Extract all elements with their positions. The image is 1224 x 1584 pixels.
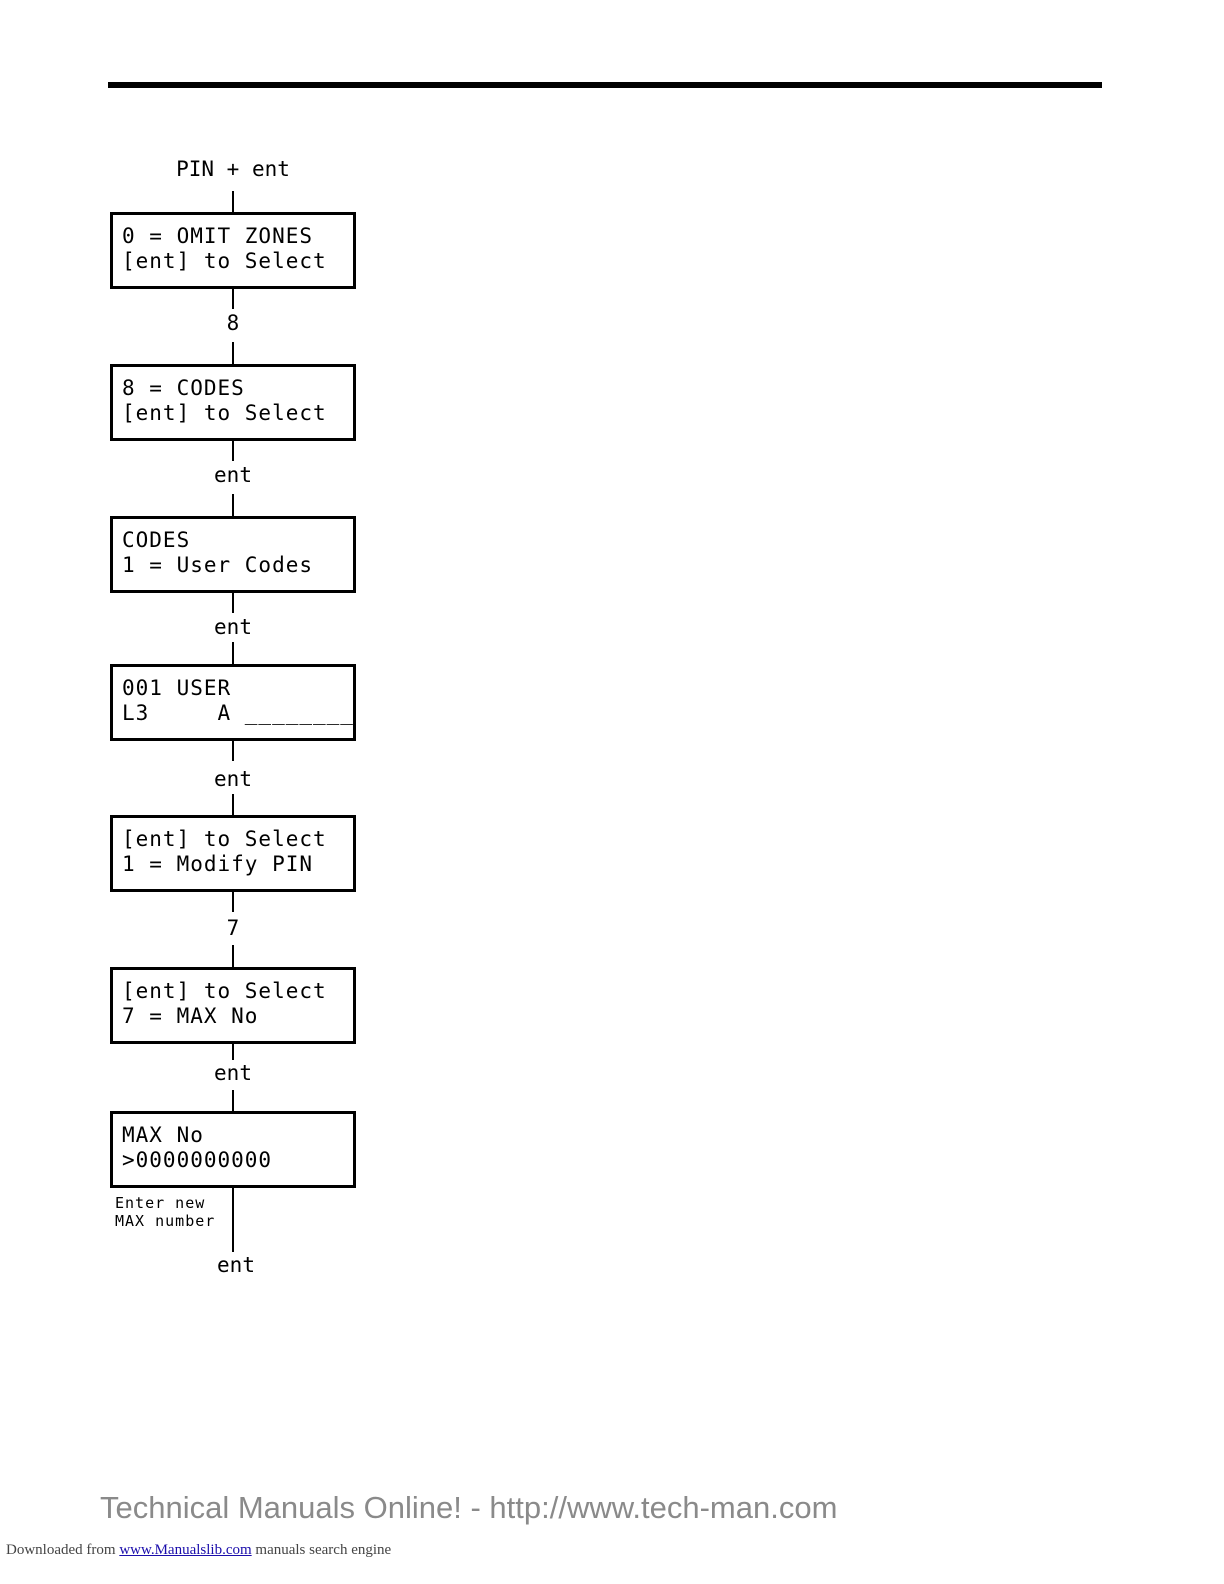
lcd-line-2: [ent] to Select [122,401,327,425]
note-line-1: Enter new [115,1194,206,1212]
connector [232,593,234,613]
key-label: 8 [226,311,240,335]
key-label: 7 [226,916,240,940]
connector [232,342,234,364]
watermark: Technical Manuals Online! - http://www.t… [100,1490,838,1525]
connector [232,494,234,516]
download-source: Downloaded from www.Manualslib.com manua… [6,1542,391,1559]
lcd-line-2: 1 = Modify PIN [122,852,314,876]
key-label: ent [214,1061,252,1085]
key-label: ent [214,767,252,791]
connector [232,191,234,212]
lcd-line-1: 001 USER [122,676,232,700]
lcd-screen-codes: 8 = CODES [ent] to Select [110,364,356,441]
connector [232,945,234,967]
instruction-note: Enter new MAX number [115,1194,215,1230]
lcd-line-1: 8 = CODES [122,376,245,400]
connector [232,794,234,815]
lcd-screen-max-no-entry: MAX No >0000000000 [110,1111,356,1188]
downloaded-from-text: Downloaded from [6,1542,116,1558]
lcd-screen-omit-zones: 0 = OMIT ZONES [ent] to Select [110,212,356,289]
note-line-2: MAX number [115,1212,216,1230]
lcd-screen-modify-pin: [ent] to Select 1 = Modify PIN [110,815,356,892]
lcd-line-2: 1 = User Codes [122,553,314,577]
lcd-line-1: CODES [122,528,191,552]
connector [232,289,234,309]
connector [232,642,234,664]
header-rule [108,82,1102,88]
connector [232,441,234,461]
connector [232,1090,234,1111]
key-label: ent [214,615,252,639]
lcd-line-2: >0000000000 [122,1148,273,1172]
connector [232,1188,234,1252]
start-label: PIN + ent [176,157,290,181]
source-suffix: manuals search engine [255,1542,392,1558]
lcd-line-1: MAX No [122,1123,204,1147]
connector [232,1044,234,1060]
lcd-line-2: 7 = MAX No [122,1004,259,1028]
lcd-line-1: [ent] to Select [122,979,327,1003]
lcd-screen-max-no-select: [ent] to Select 7 = MAX No [110,967,356,1044]
lcd-line-1: 0 = OMIT ZONES [122,224,314,248]
manualslib-link[interactable]: www.Manualslib.com [119,1542,252,1558]
connector [232,741,234,761]
key-label: ent [214,463,252,487]
connector [232,892,234,912]
end-label: ent [217,1253,255,1277]
lcd-line-2: L3 A ________ [122,701,354,725]
lcd-line-1: [ent] to Select [122,827,327,851]
lcd-screen-user-codes: CODES 1 = User Codes [110,516,356,593]
lcd-screen-user: 001 USER L3 A ________ [110,664,356,741]
lcd-line-2: [ent] to Select [122,249,327,273]
